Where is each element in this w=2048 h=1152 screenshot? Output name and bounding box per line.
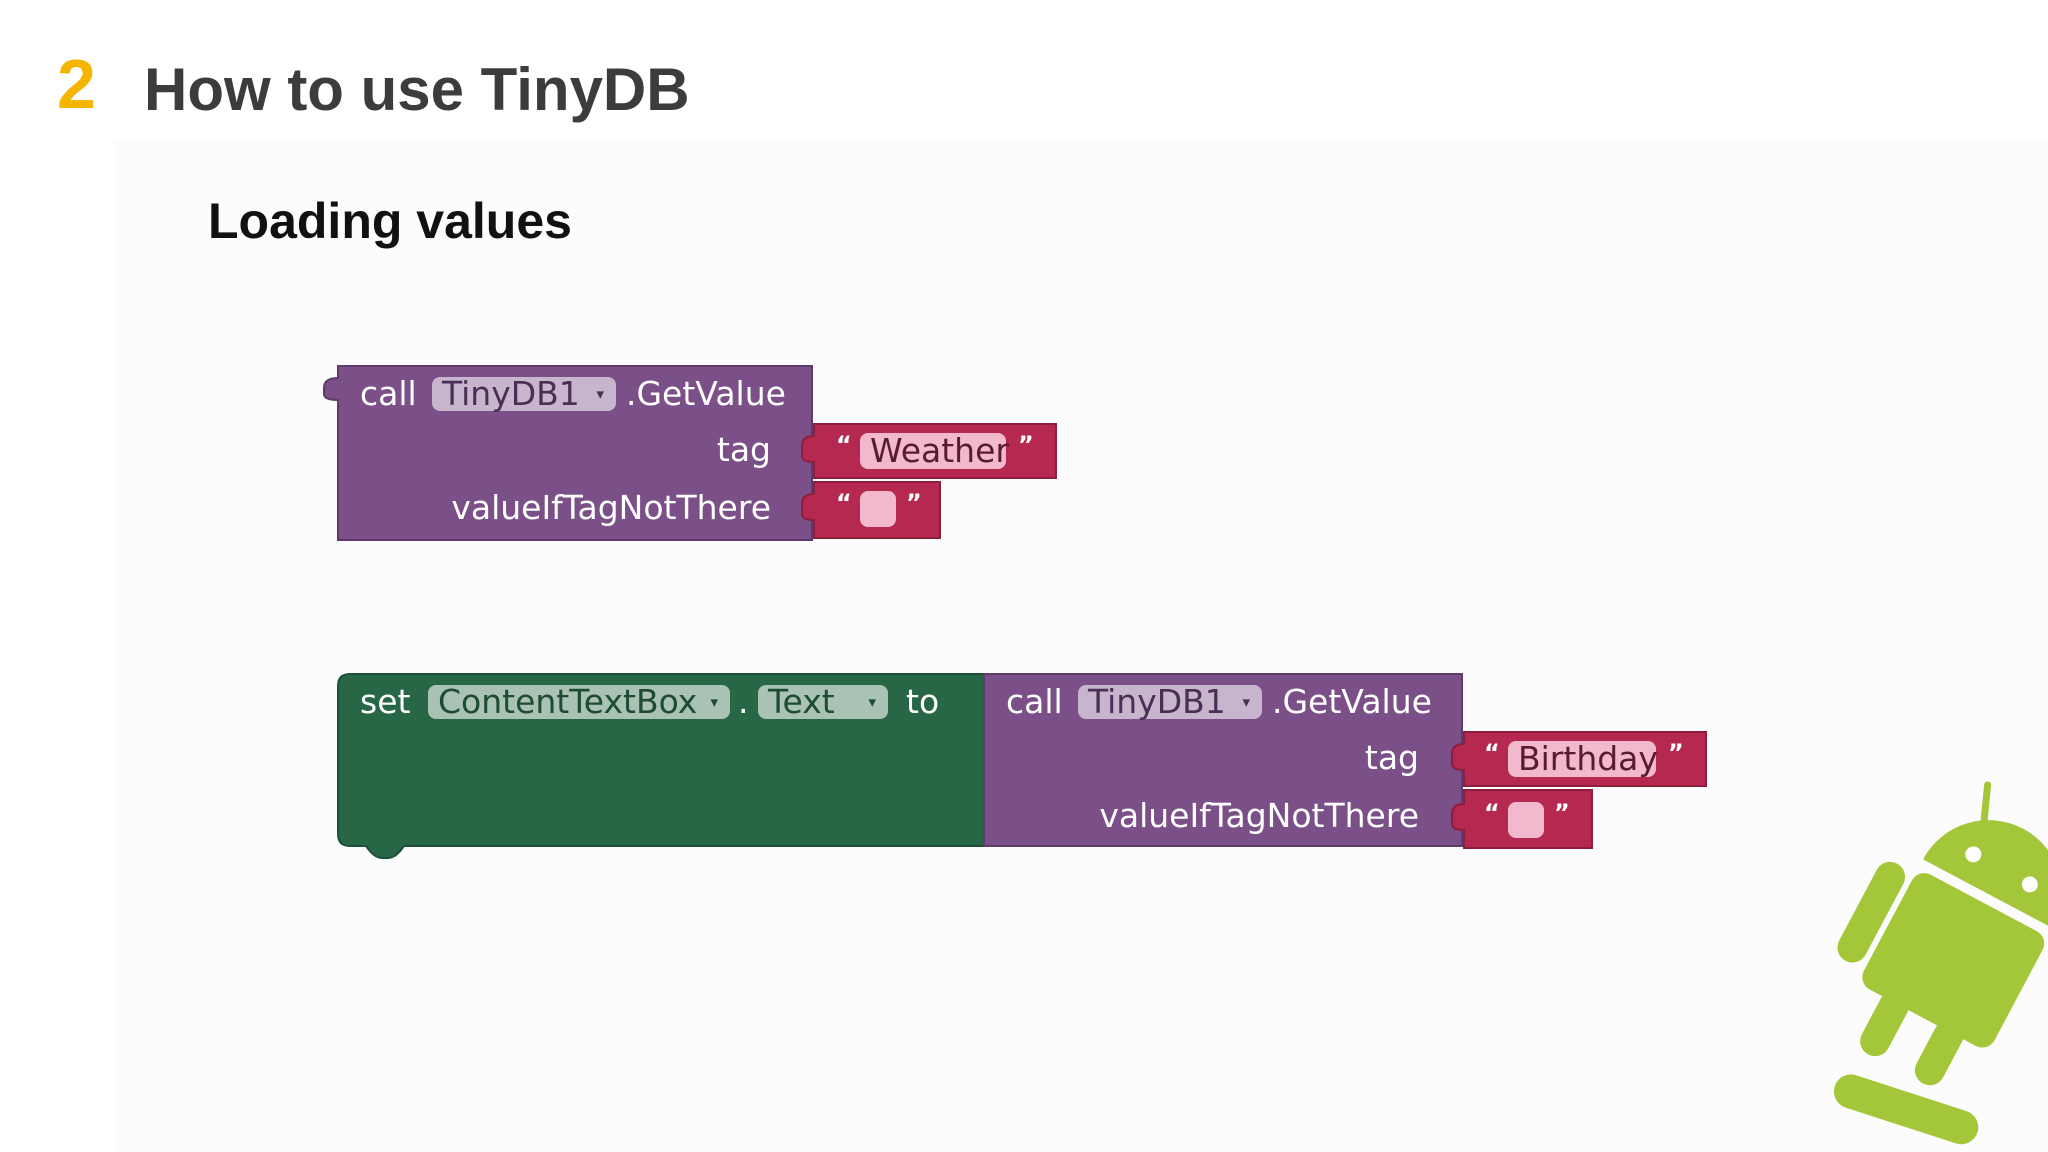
section-subtitle: Loading values bbox=[208, 193, 572, 249]
dropdown-arrow-icon: ▾ bbox=[868, 693, 876, 711]
method-name: .GetValue bbox=[1272, 682, 1432, 721]
set-keyword: set bbox=[360, 682, 411, 721]
default-string-field[interactable] bbox=[1508, 802, 1544, 838]
dropdown-arrow-icon: ▾ bbox=[1242, 693, 1250, 711]
tag-socket-label: tag bbox=[716, 430, 771, 469]
close-quote: ” bbox=[906, 489, 922, 517]
method-name: .GetValue bbox=[626, 374, 786, 413]
default-socket-label: valueIfTagNotThere bbox=[1099, 796, 1419, 835]
tag-string-field[interactable]: Weather bbox=[860, 433, 1009, 469]
component-dropdown[interactable]: ContentTextBox ▾ bbox=[428, 685, 730, 719]
open-quote: “ bbox=[836, 431, 852, 459]
tinydb-getvalue-block-weather[interactable]: call TinyDB1 ▾ .GetValue tag valueIfTagN… bbox=[318, 364, 1058, 542]
default-string-field[interactable] bbox=[860, 491, 896, 527]
close-quote: ” bbox=[1554, 799, 1570, 827]
open-quote: “ bbox=[1484, 739, 1500, 767]
dropdown-arrow-icon: ▾ bbox=[596, 385, 604, 403]
to-keyword: to bbox=[906, 682, 940, 721]
set-contenttextbox-text-block[interactable]: set ContentTextBox ▾ . Text ▾ to call Ti… bbox=[336, 672, 1708, 862]
open-quote: “ bbox=[836, 489, 852, 517]
slide-title: How to use TinyDB bbox=[144, 56, 690, 123]
component-dropdown[interactable]: TinyDB1 ▾ bbox=[1078, 685, 1262, 719]
call-keyword: call bbox=[360, 374, 417, 413]
component-dropdown-label: ContentTextBox bbox=[438, 682, 698, 721]
property-dropdown[interactable]: Text ▾ bbox=[758, 685, 888, 719]
tag-socket-label: tag bbox=[1364, 738, 1419, 777]
property-dot: . bbox=[738, 682, 749, 721]
slide-number: 2 bbox=[57, 45, 96, 123]
open-quote: “ bbox=[1484, 799, 1500, 827]
close-quote: ” bbox=[1668, 739, 1684, 767]
dropdown-arrow-icon: ▾ bbox=[710, 693, 718, 711]
default-socket-label: valueIfTagNotThere bbox=[451, 488, 771, 527]
call-keyword: call bbox=[1006, 682, 1063, 721]
close-quote: ” bbox=[1018, 431, 1034, 459]
property-dropdown-label: Text bbox=[768, 682, 835, 721]
component-dropdown[interactable]: TinyDB1 ▾ bbox=[432, 377, 616, 411]
component-dropdown-label: TinyDB1 bbox=[1088, 682, 1226, 721]
component-dropdown-label: TinyDB1 bbox=[442, 374, 580, 413]
tag-string-field[interactable]: Birthday bbox=[1508, 741, 1658, 777]
blocks-workspace[interactable] bbox=[115, 140, 2048, 1152]
android-robot-icon bbox=[1833, 781, 2048, 1145]
